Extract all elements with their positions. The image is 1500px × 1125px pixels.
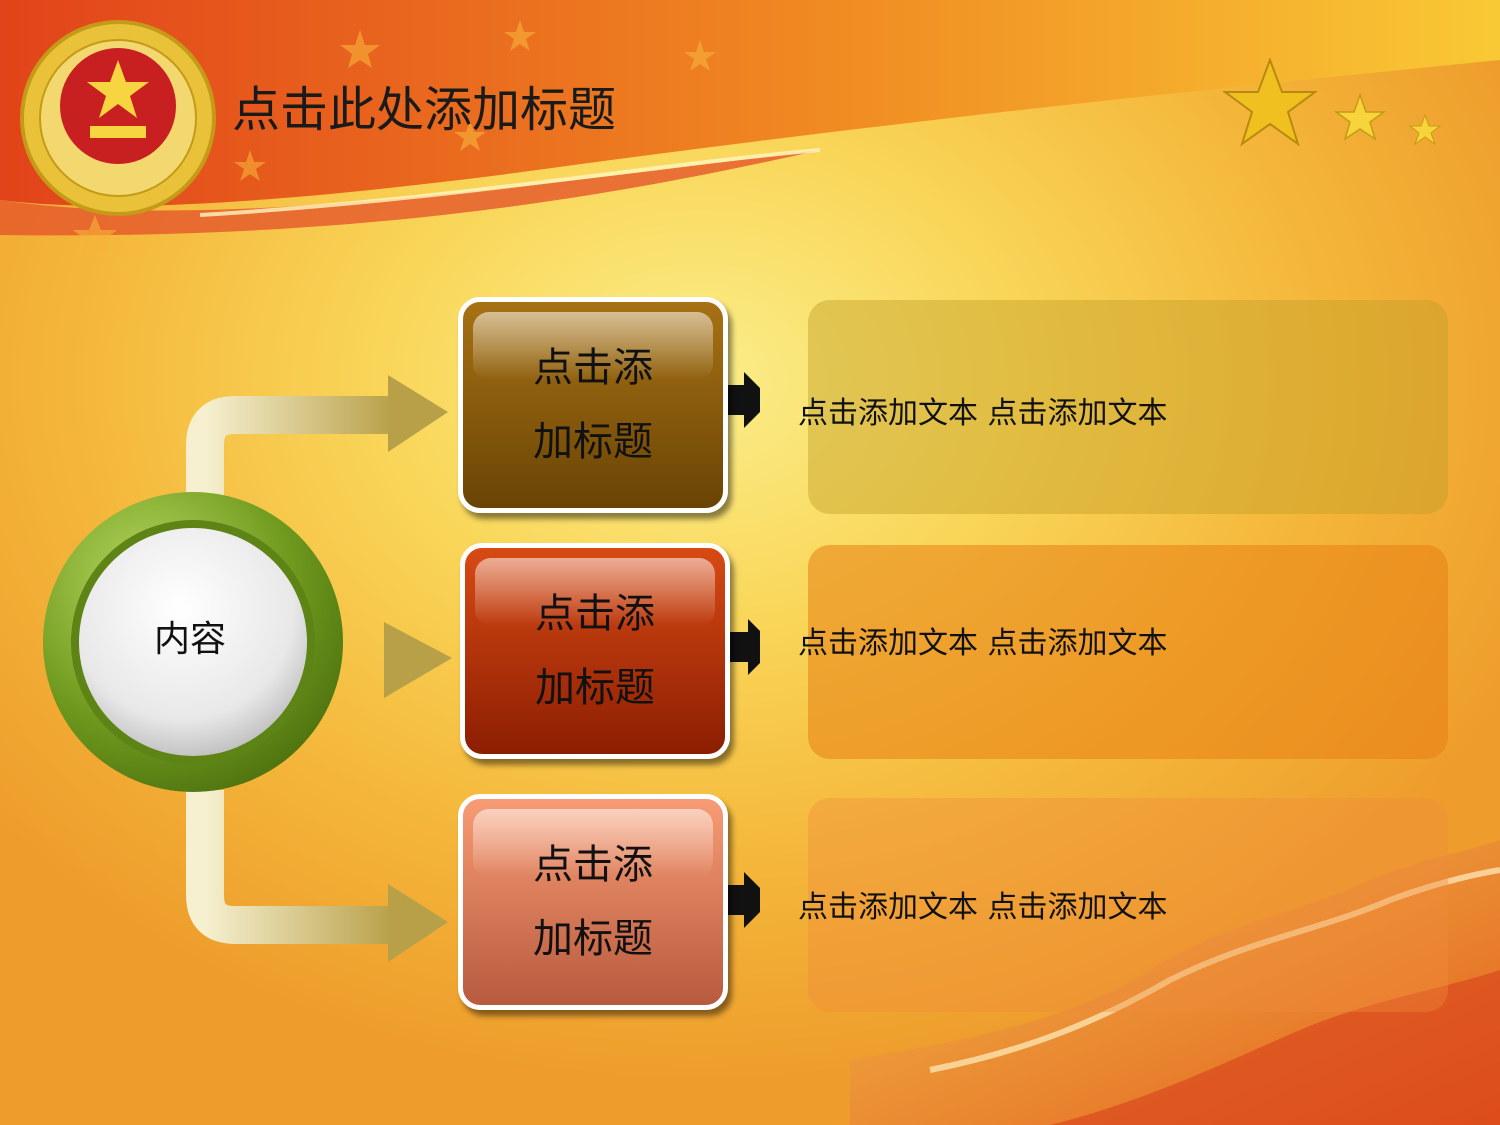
connector-arrows	[186, 372, 760, 962]
item-text-2[interactable]: 点击添加文本 点击添加文本	[798, 626, 1168, 661]
great-wall-image	[850, 840, 1500, 1125]
item-band-1	[808, 300, 1448, 514]
item-title-box-3[interactable]: 点击添 加标题	[458, 794, 728, 1010]
star-icon	[1221, 57, 1442, 147]
item-title-line1: 点击添	[533, 345, 653, 391]
item-title-line1: 点击添	[533, 842, 653, 888]
arrow-right-icon	[726, 372, 760, 928]
item-title-line2: 加标题	[535, 665, 655, 711]
center-circle	[43, 492, 343, 792]
item-text-3[interactable]: 点击添加文本 点击添加文本	[798, 890, 1168, 925]
item-title-line2: 加标题	[533, 419, 653, 465]
emblem-icon	[20, 20, 216, 216]
item-title-box-1[interactable]: 点击添 加标题	[458, 297, 728, 513]
item-title-line2: 加标题	[533, 916, 653, 962]
center-label[interactable]: 内容	[153, 619, 226, 660]
page-title[interactable]: 点击此处添加标题	[232, 82, 617, 138]
item-band-2	[808, 545, 1448, 759]
item-text-1[interactable]: 点击添加文本 点击添加文本	[798, 396, 1168, 431]
banner-decoration	[0, 0, 1500, 255]
item-title-line1: 点击添	[535, 591, 655, 637]
item-title-box-2[interactable]: 点击添 加标题	[460, 543, 730, 759]
item-band-3	[808, 798, 1448, 1012]
